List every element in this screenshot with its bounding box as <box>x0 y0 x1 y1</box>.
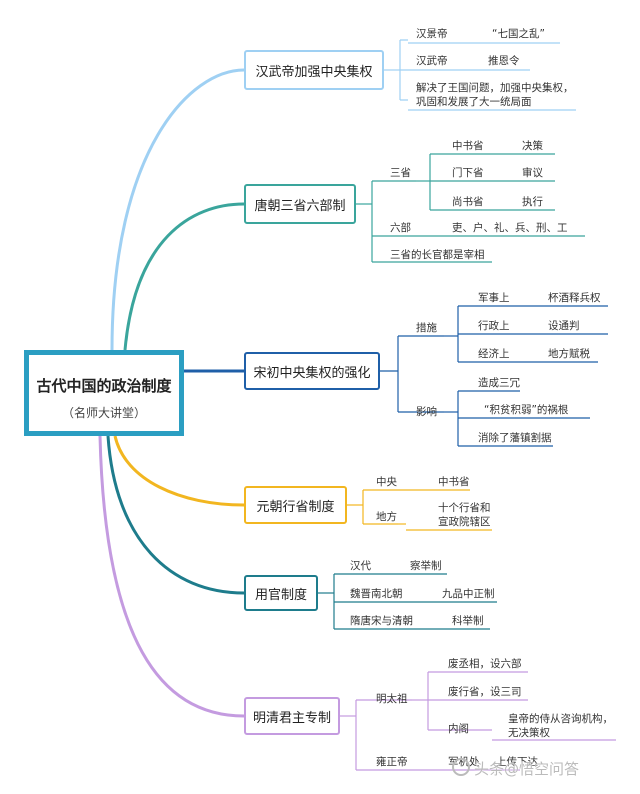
topic-yong-label: 用官制度 <box>254 587 307 603</box>
han-row-1-b: “七国之乱” <box>492 28 545 40</box>
root-node[interactable]: 古代中国的政治制度 （名师大讲堂） <box>24 350 184 436</box>
yuan-central-detail: 中书省 <box>438 476 470 488</box>
topic-tang-label: 唐朝三省六部制 <box>254 198 346 214</box>
link-han <box>110 68 245 351</box>
han-row-2-a: 汉武帝 <box>416 55 448 67</box>
yuan-local-detail: 十个行省和宣政院辖区 <box>438 502 491 528</box>
han-row-1-a: 汉景帝 <box>416 28 448 40</box>
han-row-2-b: 推恩令 <box>488 55 520 67</box>
ming-neige-detail: 皇帝的侍从咨询机构，无决策权 <box>508 713 613 739</box>
song-measures: 措施 <box>416 322 437 334</box>
topic-han[interactable]: 汉武帝加强中央集权 <box>244 50 384 90</box>
tang-row-1-b: 决策 <box>522 140 543 152</box>
song-measure-1-a: 军事上 <box>478 292 510 304</box>
watermark-logo-icon <box>452 758 470 776</box>
link-yong <box>106 435 245 595</box>
topic-yong[interactable]: 用官制度 <box>244 575 318 611</box>
tang-liubu-detail: 吏、户、礼、兵、刑、工 <box>452 222 568 234</box>
topic-ming[interactable]: 明清君主专制 <box>244 697 340 735</box>
song-measure-1-b: 杯酒释兵权 <box>548 292 601 304</box>
root-subtitle: （名师大讲堂） <box>61 406 146 420</box>
song-measure-2-a: 行政上 <box>478 320 510 332</box>
topic-han-label: 汉武帝加强中央集权 <box>255 64 373 80</box>
watermark: 头条@悟空问答 <box>474 760 580 778</box>
link-ming <box>98 435 245 718</box>
ming-yongzheng: 雍正帝 <box>376 756 408 768</box>
song-impact-3: 消除了藩镇割据 <box>478 432 552 444</box>
topic-song[interactable]: 宋初中央集权的强化 <box>244 352 380 390</box>
topic-yuan-label: 元朝行省制度 <box>256 499 335 515</box>
ming-taizu-2: 废行省，设三司 <box>448 686 522 698</box>
yuan-central: 中央 <box>376 476 397 488</box>
ming-junjichu-detail: 上传下达 <box>496 756 538 768</box>
yong-row-2-a: 魏晋南北朝 <box>350 588 403 600</box>
song-measure-3-a: 经济上 <box>478 348 510 360</box>
root-title: 古代中国的政治制度 <box>36 377 172 395</box>
song-impact-2: “积贫积弱”的祸根 <box>484 404 569 416</box>
tang-row-3-b: 执行 <box>522 196 543 208</box>
topic-yuan[interactable]: 元朝行省制度 <box>244 486 347 524</box>
tang-row-1-a: 中书省 <box>452 140 484 152</box>
ming-neige: 内阁 <box>448 723 469 735</box>
ming-taizu: 明太祖 <box>376 693 408 705</box>
tang-row-2-b: 审议 <box>522 167 543 179</box>
tang-row-2-a: 门下省 <box>452 167 484 179</box>
ming-taizu-1: 废丞相，设六部 <box>448 658 522 670</box>
song-measure-2-b: 设通判 <box>548 320 580 332</box>
yong-row-2-b: 九品中正制 <box>442 588 495 600</box>
yuan-local: 地方 <box>376 511 397 523</box>
yong-row-3-a: 隋唐宋与清朝 <box>350 615 413 627</box>
song-impact: 影响 <box>416 406 437 418</box>
song-measure-3-b: 地方赋税 <box>548 348 590 360</box>
han-summary: 解决了王国问题，加强中央集权，巩固和发展了大一统局面 <box>416 82 574 108</box>
tang-chief: 三省的长官都是宰相 <box>390 249 485 261</box>
topic-ming-label: 明清君主专制 <box>252 710 331 726</box>
tang-liubu: 六部 <box>390 222 411 234</box>
tang-row-3-a: 尚书省 <box>452 196 484 208</box>
song-impact-1: 造成三冗 <box>478 377 520 389</box>
yong-row-3-b: 科举制 <box>452 615 484 627</box>
yong-row-1-b: 察举制 <box>410 560 442 572</box>
link-tang <box>123 202 245 351</box>
link-yuan <box>113 435 245 507</box>
yong-row-1-a: 汉代 <box>350 560 371 572</box>
topic-song-label: 宋初中央集权的强化 <box>253 365 371 381</box>
tang-sansheng: 三省 <box>390 167 411 179</box>
topic-tang[interactable]: 唐朝三省六部制 <box>244 184 356 224</box>
